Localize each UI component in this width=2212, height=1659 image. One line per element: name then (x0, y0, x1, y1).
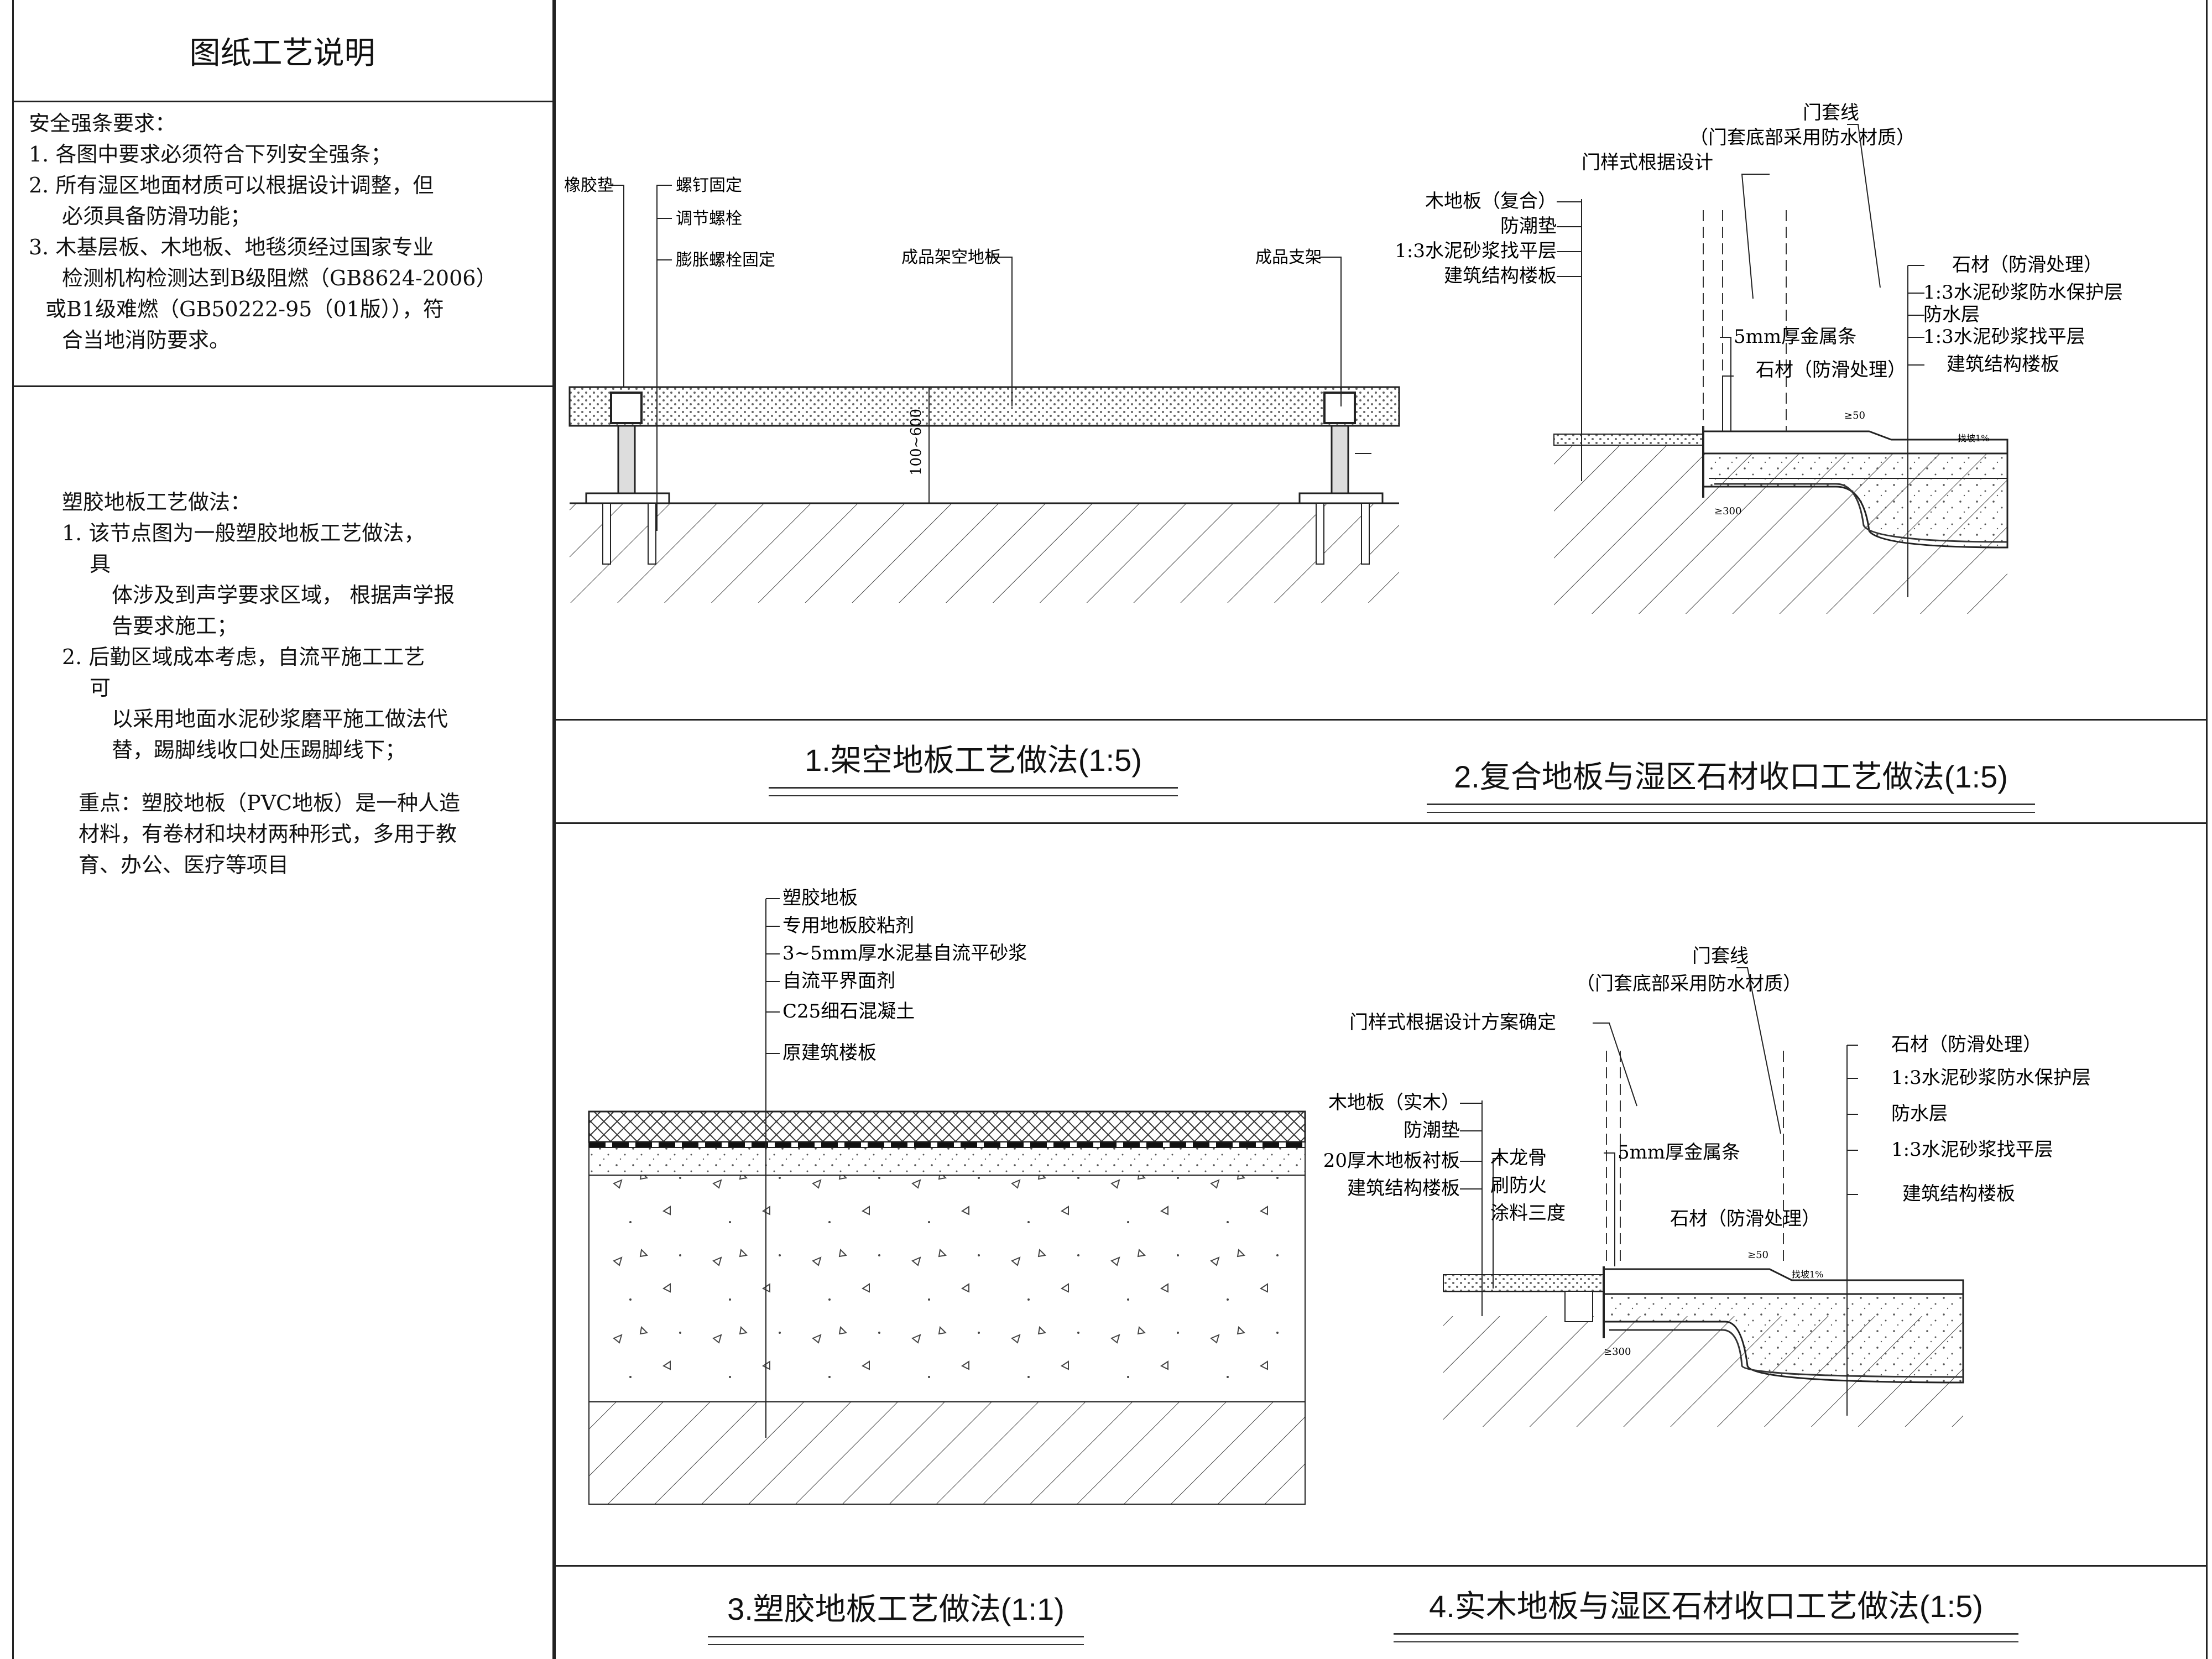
d4-door-casing-note: （门套底部采用防水材质） (1576, 973, 1802, 995)
caption-d2-text: 2.复合地板与湿区石材收口工艺做法(1:5) (1454, 759, 2008, 794)
d4-waterproof: 防水层 (1891, 1103, 1948, 1125)
safety-line: 检测机构检测达到B级阻燃（GB8624-2006） (62, 266, 497, 290)
d2-slope: 找坡1% (1958, 433, 1989, 444)
d4-fire2: 涂料三度 (1490, 1202, 1566, 1224)
pvc-section: 塑胶地板工艺做法： 1. 该节点图为一般塑胶地板工艺做法， 具 体涉及到声学要求… (12, 387, 552, 1659)
pvc-line: 可 (90, 676, 111, 700)
d2-waterproof: 防水层 (1923, 304, 1980, 326)
d4-dim-300: ≥300 (1604, 1346, 1631, 1358)
caption-d3: 3.塑胶地板工艺做法(1:1) (708, 1584, 1084, 1646)
pvc-line: 替，踢脚线收口处压踢脚线下； (112, 738, 406, 762)
d4-door-casing: 门套线 (1692, 945, 1749, 967)
pvc-line: 2. 后勤区域成本考虑，自流平施工工艺 (62, 645, 425, 669)
safety-line: 或B1级难燃（GB50222-95（01版）），符 (45, 297, 444, 321)
d4-stone-mid: 石材（防滑处理） (1670, 1208, 1820, 1230)
d2-stone: 石材（防滑处理） (1952, 254, 2103, 276)
d2-structure: 建筑结构楼板 (1444, 265, 1557, 287)
safety-line: 合当地消防要求。 (62, 328, 231, 352)
description-column: 图纸工艺说明 安全强条要求： 1. 各图中要求必须符合下列安全强条； 2. 所有… (12, 0, 554, 1659)
d1-bracket: 成品支架 (1255, 248, 1322, 267)
drawing-frame (12, 0, 2208, 1659)
pvc-line: 具 (90, 552, 111, 576)
safety-section: 安全强条要求： 1. 各图中要求必须符合下列安全强条； 2. 所有湿区地面材质可… (12, 102, 552, 387)
d2-moisture-pad: 防潮垫 (1500, 215, 1557, 237)
safety-heading: 安全强条要求： (29, 111, 176, 135)
d4-wood-floor: 木地板（实木） (1328, 1092, 1460, 1114)
d2-dim-50: ≥50 (1844, 410, 1865, 421)
d2-door-style: 门样式根据设计 (1582, 152, 1713, 174)
grid-line (554, 719, 2208, 721)
d4-protect: 1:3水泥砂浆防水保护层 (1891, 1067, 2091, 1089)
d1-raised-floor: 成品架空地板 (901, 248, 1001, 267)
d3-self-level: 3~5mm厚水泥基自流平砂浆 (782, 942, 1027, 964)
caption-d1: 1.架空地板工艺做法(1:5) (769, 735, 1178, 797)
d4-fire1: 刷防火 (1490, 1175, 1547, 1197)
pvc-line: 1. 该节点图为一般塑胶地板工艺做法， (62, 521, 425, 545)
safety-line: 3. 木基层板、木地板、地毯须经过国家专业 (29, 235, 434, 259)
safety-line: 1. 各图中要求必须符合下列安全强条； (29, 142, 392, 166)
pvc-line: 体涉及到声学要求区域， 根据声学报 (112, 583, 455, 607)
grid-line (554, 822, 2208, 824)
pvc-note: 育、办公、医疗等项目 (79, 853, 289, 877)
pvc-note: 重点：塑胶地板（PVC地板）是一种人造 (79, 791, 461, 815)
detail-3-pvc-floor: 塑胶地板 专用地板胶粘剂 3~5mm厚水泥基自流平砂浆 自流平界面剂 C25细石… (588, 887, 1306, 1505)
d4-slope: 找坡1% (1792, 1269, 1823, 1280)
detail-4-solid-wood-floor: 木地板（实木） 防潮垫 20厚木地板衬板 建筑结构楼板 木龙骨 刷防火 涂料三度… (1323, 945, 2091, 1427)
d1-height-dim: 100~600 (908, 409, 925, 476)
caption-d4-text: 4.实木地板与湿区石材收口工艺做法(1:5) (1429, 1589, 1983, 1624)
safety-line: 必须具备防滑功能； (62, 204, 252, 228)
d1-rubber-pad: 橡胶垫 (564, 176, 614, 195)
d4-structure2: 建筑结构楼板 (1902, 1183, 2015, 1205)
d2-stone-mid: 石材（防滑处理） (1756, 359, 1906, 381)
d3-glue: 专用地板胶粘剂 (782, 915, 914, 937)
d1-expansion-bolt: 膨胀螺栓固定 (676, 251, 775, 270)
d4-door-style: 门样式根据设计方案确定 (1349, 1011, 1556, 1034)
d4-leveling: 1:3水泥砂浆找平层 (1891, 1139, 2053, 1161)
pvc-line: 告要求施工； (112, 614, 238, 638)
column-divider (554, 0, 556, 1659)
d3-concrete: C25细石混凝土 (782, 1000, 915, 1022)
d2-leveling2: 1:3水泥砂浆找平层 (1923, 326, 2085, 348)
d4-dim-50: ≥50 (1747, 1249, 1768, 1261)
d2-leveling: 1:3水泥砂浆找平层 (1395, 240, 1557, 262)
safety-line: 2. 所有湿区地面材质可以根据设计调整，但 (29, 173, 434, 197)
d2-dim-300: ≥300 (1714, 505, 1741, 517)
d4-moisture-pad: 防潮垫 (1404, 1119, 1460, 1141)
pvc-note: 材料，有卷材和块材两种形式，多用于教 (79, 822, 457, 846)
grid-line (554, 1565, 2208, 1567)
caption-d1-text: 1.架空地板工艺做法(1:5) (805, 743, 1142, 778)
d2-structure2: 建筑结构楼板 (1947, 353, 2059, 375)
d3-interface: 自流平界面剂 (782, 970, 895, 992)
d2-door-casing-note: （门套底部采用防水材质） (1689, 127, 1915, 149)
detail-2-composite-floor: 木地板（复合） 防潮垫 1:3水泥砂浆找平层 建筑结构楼板 门套线 （门套底部采… (1395, 102, 2123, 614)
d2-wood-floor: 木地板（复合） (1425, 190, 1557, 212)
d2-metal-strip: 5mm厚金属条 (1734, 326, 1856, 348)
d2-protect: 1:3水泥砂浆防水保护层 (1923, 281, 2123, 304)
d4-stone: 石材（防滑处理） (1891, 1034, 2042, 1056)
caption-d2: 2.复合地板与湿区石材收口工艺做法(1:5) (1427, 752, 2035, 814)
d3-pvc: 塑胶地板 (782, 887, 858, 909)
d1-adjust-bolt: 调节螺栓 (676, 209, 742, 228)
d3-slab: 原建筑楼板 (782, 1042, 877, 1064)
d4-board: 20厚木地板衬板 (1323, 1150, 1460, 1172)
caption-d4: 4.实木地板与湿区石材收口工艺做法(1:5) (1394, 1582, 2018, 1644)
d4-metal-strip: 5mm厚金属条 (1618, 1141, 1740, 1164)
sheet-title: 图纸工艺说明 (12, 0, 552, 102)
detail-1-raised-floor: 100~600 橡胶垫 螺钉固定 调节螺栓 膨胀螺栓固定 成品架空地板 成品支架 (564, 176, 1400, 603)
pvc-heading: 塑胶地板工艺做法： (62, 490, 252, 514)
d2-door-casing: 门套线 (1803, 102, 1859, 124)
d4-keel: 木龙骨 (1490, 1147, 1547, 1169)
d4-structure: 建筑结构楼板 (1347, 1177, 1460, 1199)
caption-d3-text: 3.塑胶地板工艺做法(1:1) (727, 1592, 1065, 1626)
d1-screw-fix: 螺钉固定 (676, 176, 742, 195)
pvc-line: 以采用地面水泥砂浆磨平施工做法代 (112, 707, 448, 731)
